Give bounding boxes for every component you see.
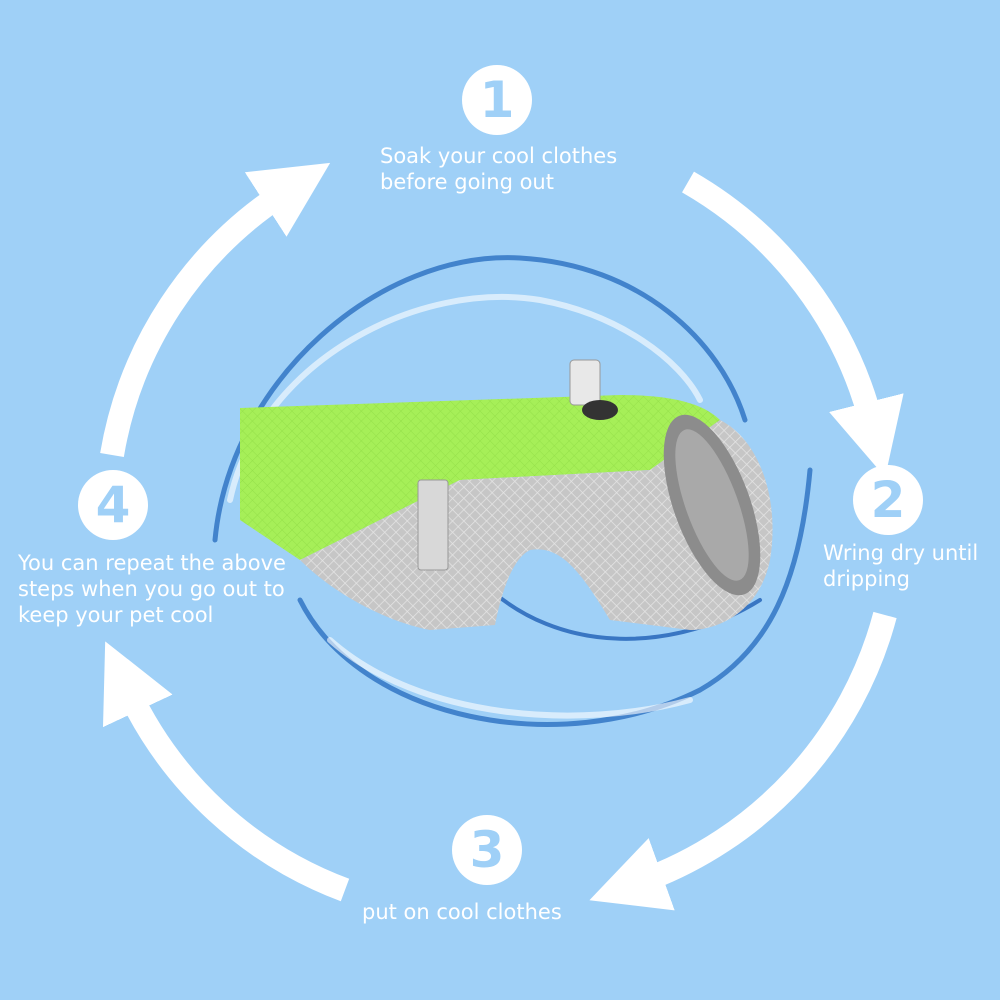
step-2-number: 2	[853, 465, 923, 535]
arrow-1	[100, 162, 331, 457]
arrow-2	[682, 171, 904, 478]
cooling-vest-image	[240, 359, 773, 630]
step-4-number: 4	[78, 470, 148, 540]
step-1-number: 1	[462, 65, 532, 135]
step-4-text: You can repeat the above steps when you …	[18, 551, 286, 627]
step-2-text: Wring dry until dripping	[823, 541, 979, 591]
arrow-4	[103, 641, 350, 902]
step-1-text: Soak your cool clothes before going out	[380, 144, 618, 194]
step-3-number: 3	[452, 815, 522, 885]
arrow-3	[589, 611, 897, 911]
step-3-text: put on cool clothes	[362, 900, 562, 924]
